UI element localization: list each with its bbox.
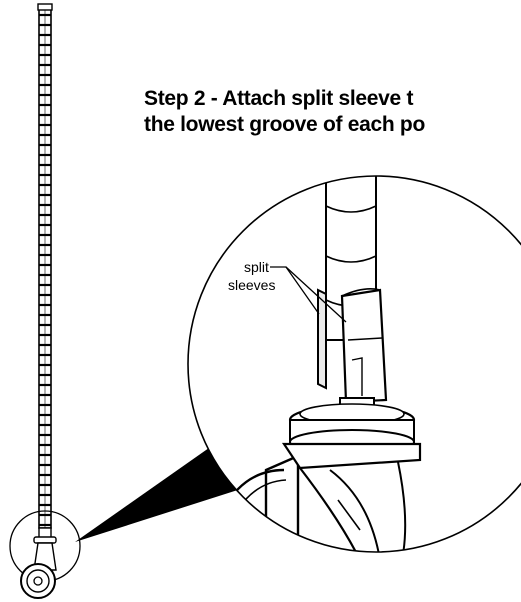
- shelf-post-icon: [37, 3, 53, 529]
- callout-split-sleeves: split sleeves: [228, 259, 347, 323]
- step-instruction: Step 2 - Attach split sleeve t the lowes…: [144, 86, 521, 142]
- magnified-detail: [187, 175, 521, 553]
- instruction-line-1: Step 2 - Attach split sleeve t: [144, 87, 414, 110]
- instruction-line-2: the lowest groove of each po: [144, 113, 425, 136]
- detail-circle-outline: [187, 175, 521, 553]
- caster-wheel-icon: [20, 527, 57, 599]
- leader-line-inner: [285, 266, 347, 323]
- split-sleeve-part: [317, 288, 388, 404]
- callout-label-line-1: split: [244, 259, 269, 275]
- callout-label-line-2: sleeves: [228, 277, 275, 293]
- magnifier-callout-icon: [75, 436, 244, 542]
